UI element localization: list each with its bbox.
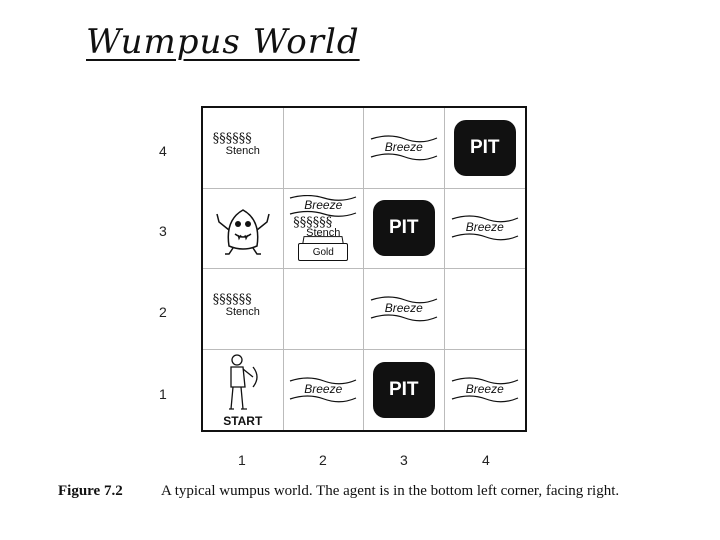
cell-r3c4: Breeze — [444, 189, 525, 269]
cell-r2c4 — [444, 269, 525, 350]
cell-r2c2 — [283, 269, 364, 350]
breeze-wave-icon — [290, 195, 357, 218]
col-label-3: 3 — [400, 452, 408, 468]
breeze-marker: Breeze — [369, 133, 439, 163]
row-label-4: 4 — [159, 143, 167, 159]
row-label-1: 1 — [159, 386, 167, 402]
cell-r4c4: PIT — [444, 108, 525, 189]
pit: PIT — [372, 361, 435, 418]
breeze-label: Breeze — [384, 300, 423, 315]
caption-text: A typical wumpus world. The agent is in … — [160, 483, 620, 499]
cell-r1c2: Breeze — [284, 349, 364, 430]
breeze-label: Breeze — [304, 381, 343, 396]
breeze-label: Breeze — [384, 139, 423, 154]
breeze-marker: Breeze — [288, 375, 358, 405]
cell-r3c1 — [203, 188, 284, 269]
pit: PIT — [453, 119, 516, 176]
cell-r3c3: PIT — [364, 188, 445, 269]
stench-squiggle-icon: §§§§§§ — [293, 215, 333, 231]
breeze-marker: Breeze — [369, 294, 439, 324]
breeze-wave-icon — [451, 215, 518, 241]
col-label-2: 2 — [319, 452, 327, 468]
cell-r3c2: Breeze §§§§§§ Stench Gold — [283, 188, 364, 269]
breeze-label: Breeze — [304, 198, 343, 213]
col-label-4: 4 — [482, 452, 490, 468]
figure-number: Figure 7.2 — [58, 483, 123, 499]
breeze-wave-icon — [290, 377, 357, 403]
breeze-marker: Breeze — [450, 213, 520, 243]
stench-label: Stench — [225, 305, 260, 318]
row-label-2: 2 — [159, 304, 167, 320]
stench-label: Stench — [225, 144, 260, 157]
stench-squiggle-icon: §§§§§§ — [212, 291, 252, 307]
breeze-wave-icon — [451, 377, 518, 403]
pit: PIT — [372, 200, 435, 257]
cell-r4c2 — [283, 108, 364, 189]
page-title: Wumpus World — [86, 22, 360, 62]
wumpus-icon — [216, 209, 270, 255]
cell-r1c1: START — [203, 349, 284, 430]
breeze-marker: Breeze — [450, 375, 520, 405]
agent-icon — [228, 354, 258, 410]
breeze-wave-icon — [370, 135, 437, 161]
start-label: START — [223, 414, 263, 428]
breeze-label: Breeze — [465, 220, 504, 235]
col-label-1: 1 — [238, 452, 246, 468]
gold-icon: Gold — [298, 243, 349, 262]
breeze-label: Breeze — [465, 381, 504, 396]
stench-marker: §§§§§§ Stench — [211, 130, 275, 163]
wumpus-grid: §§§§§§ Stench Breeze PIT Breeze §§§§§§ — [201, 106, 527, 432]
stench-squiggle-icon: §§§§§§ — [212, 130, 252, 146]
cell-r1c3: PIT — [364, 349, 445, 430]
breeze-marker: Breeze — [288, 195, 358, 218]
cell-r4c1: §§§§§§ Stench — [203, 108, 284, 189]
stench-marker: §§§§§§ Stench — [211, 291, 275, 324]
cell-r2c1: §§§§§§ Stench — [203, 269, 284, 350]
figure-caption: Figure 7.2 A typical wumpus world. The a… — [58, 483, 619, 500]
cell-r4c3: Breeze — [364, 108, 445, 189]
cell-r1c4: Breeze — [445, 350, 526, 431]
row-label-3: 3 — [159, 223, 167, 239]
cell-r2c3: Breeze — [364, 269, 445, 350]
breeze-wave-icon — [370, 296, 437, 322]
